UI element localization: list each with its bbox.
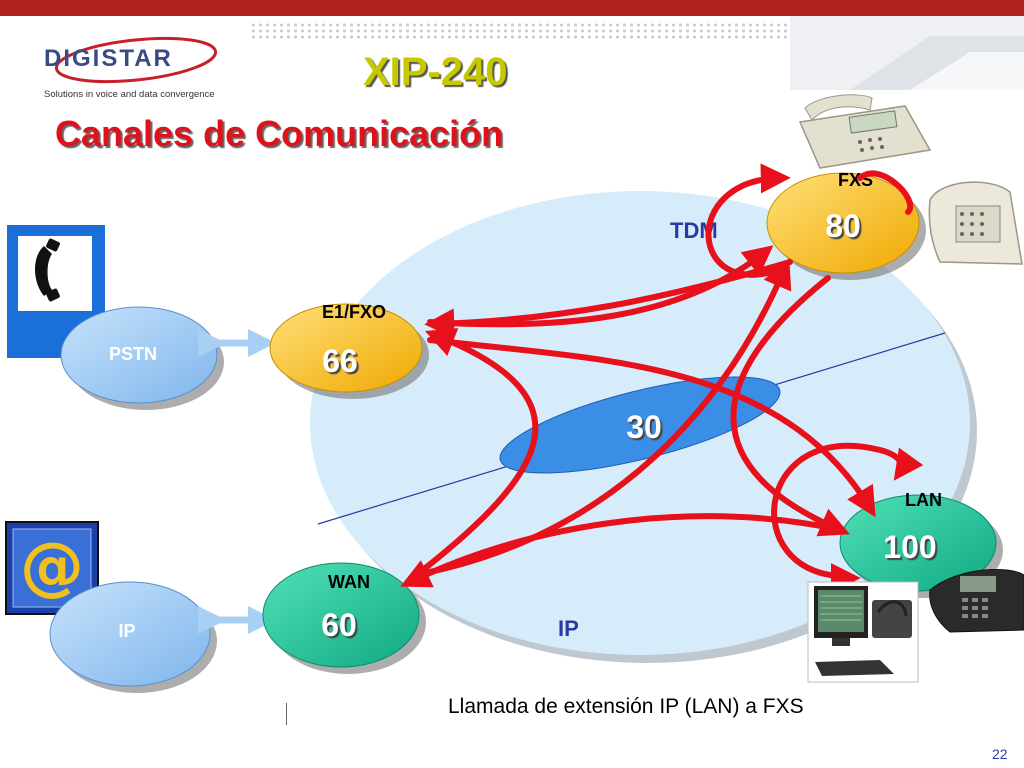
e1-lan-arrow xyxy=(427,337,876,518)
slide-title: XIP-240 xyxy=(363,50,508,94)
e1fxo-value: 66 xyxy=(322,343,358,379)
footer-tick xyxy=(286,703,287,725)
fxs-node: FXS 80 xyxy=(766,170,926,280)
wan-label: WAN xyxy=(328,572,370,592)
page-number: 22 xyxy=(992,746,1008,762)
ip-region-label: IP xyxy=(558,616,579,641)
fxs-value: 80 xyxy=(825,208,861,244)
lan-loop-arrow xyxy=(771,442,924,578)
fxs-e1-arrow xyxy=(424,259,793,339)
ip-node-label: IP xyxy=(118,621,135,641)
e1fxo-label: E1/FXO xyxy=(322,302,386,322)
pstn-node: PSTN xyxy=(60,306,224,410)
digistar-logo: DIGISTAR xyxy=(38,34,228,104)
top-red-bar xyxy=(0,0,1024,16)
dotted-band xyxy=(250,22,790,40)
svg-text:@: @ xyxy=(20,530,84,604)
ip-node: IP xyxy=(49,581,217,693)
phone-handset-icon xyxy=(7,225,105,358)
lan-label: LAN xyxy=(905,490,942,510)
desk-phone-icon xyxy=(928,181,1023,265)
logo-text: DIGISTAR xyxy=(44,45,173,72)
workstation-icon xyxy=(807,581,919,683)
pstn-label: PSTN xyxy=(109,344,157,364)
wan-e1-arrow xyxy=(407,328,539,583)
desk-phone-icon xyxy=(798,94,932,169)
fxs-lan-arrow xyxy=(730,275,850,537)
lan-wan-arrow xyxy=(400,513,845,588)
wan-value: 60 xyxy=(321,607,357,643)
lan-value: 100 xyxy=(883,529,936,565)
slide-caption: Llamada de extensión IP (LAN) a FXS xyxy=(448,695,804,718)
call-arrows xyxy=(400,163,924,593)
core-value: 30 xyxy=(626,409,662,445)
e1fxo-node: E1/FXO 66 xyxy=(269,302,429,399)
desk-phone-icon xyxy=(929,568,1024,633)
fxs-loop-tail xyxy=(857,170,914,215)
wan-fxs-arrow xyxy=(412,258,792,578)
wan-node: WAN 60 xyxy=(262,562,426,674)
corner-decoration xyxy=(790,16,1024,90)
slide-subtitle: Canales de Comunicación xyxy=(55,113,504,154)
logo-tagline: Solutions in voice and data convergence xyxy=(44,89,215,100)
